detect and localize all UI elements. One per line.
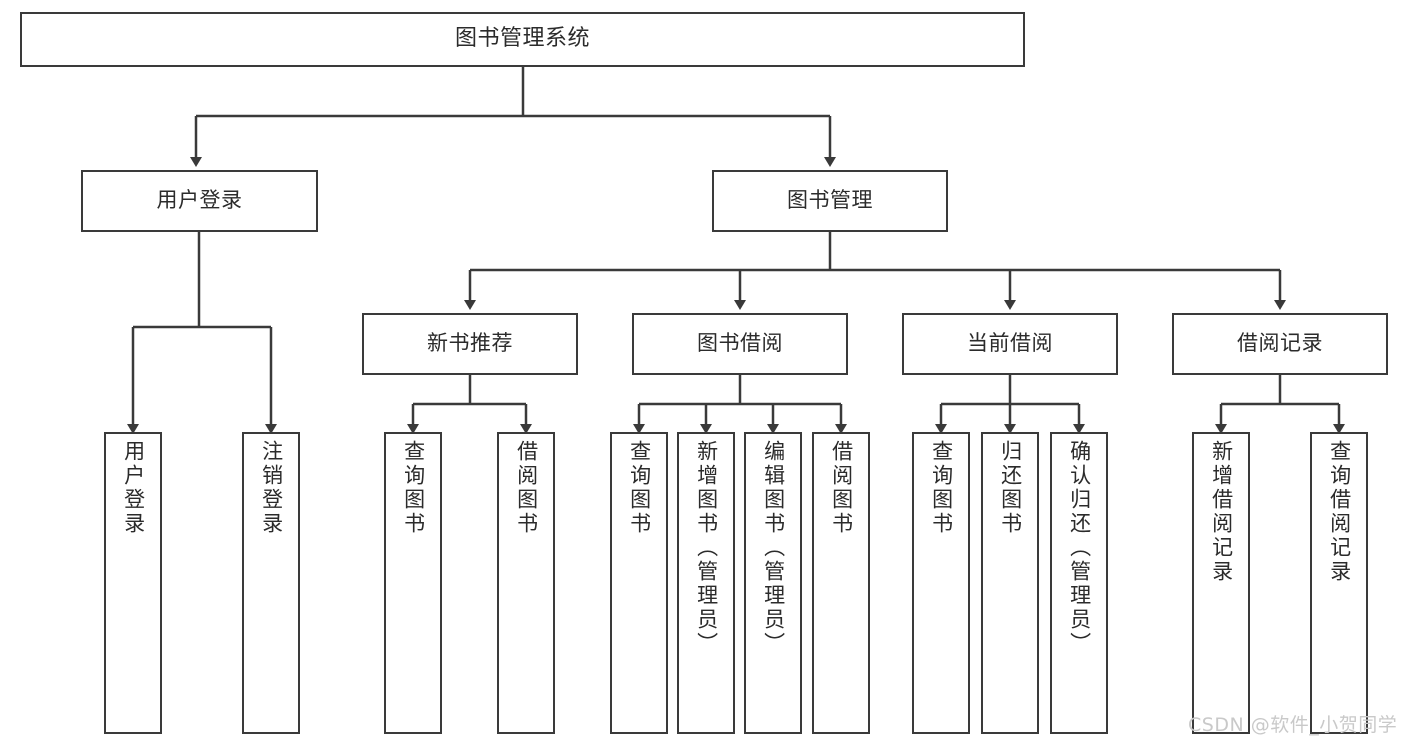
- leaf-records-query-record[interactable]: 查询借阅记录: [1310, 432, 1368, 734]
- node-label: 查询图书: [401, 440, 426, 536]
- node-book-borrow[interactable]: 图书借阅: [632, 313, 848, 375]
- leaf-new-book-query[interactable]: 查询图书: [384, 432, 442, 734]
- node-label: 查询图书: [929, 440, 954, 536]
- node-book-management[interactable]: 图书管理: [712, 170, 948, 232]
- node-label: 查询借阅记录: [1327, 440, 1352, 584]
- node-label: 新增图书（管理员）: [694, 440, 719, 656]
- leaf-current-query-book[interactable]: 查询图书: [912, 432, 970, 734]
- leaf-user-login-logout[interactable]: 注销登录: [242, 432, 300, 734]
- node-label: 查询图书: [627, 440, 652, 536]
- node-label: 图书借阅: [697, 331, 783, 356]
- watermark: CSDN @软件_小贺同学: [1188, 714, 1398, 736]
- node-label: 借阅记录: [1237, 331, 1323, 356]
- leaf-new-book-borrow[interactable]: 借阅图书: [497, 432, 555, 734]
- leaf-borrow-query-book[interactable]: 查询图书: [610, 432, 668, 734]
- leaf-borrow-borrow-book[interactable]: 借阅图书: [812, 432, 870, 734]
- node-borrow-records[interactable]: 借阅记录: [1172, 313, 1388, 375]
- node-label: 新书推荐: [427, 331, 513, 356]
- node-current-borrow[interactable]: 当前借阅: [902, 313, 1118, 375]
- node-label: 借阅图书: [514, 440, 539, 536]
- node-label: 用户登录: [121, 440, 146, 536]
- node-label: 当前借阅: [967, 331, 1053, 356]
- node-label: 新增借阅记录: [1209, 440, 1234, 584]
- node-label: 注销登录: [259, 440, 284, 536]
- leaf-borrow-edit-book[interactable]: 编辑图书（管理员）: [744, 432, 802, 734]
- leaf-user-login-login[interactable]: 用户登录: [104, 432, 162, 734]
- node-label: 借阅图书: [829, 440, 854, 536]
- node-label: 编辑图书（管理员）: [761, 440, 786, 656]
- node-root-system[interactable]: 图书管理系统: [20, 12, 1025, 67]
- node-label: 图书管理: [787, 188, 873, 213]
- node-new-book-recommend[interactable]: 新书推荐: [362, 313, 578, 375]
- leaf-records-add-record[interactable]: 新增借阅记录: [1192, 432, 1250, 734]
- node-label: 确认归还（管理员）: [1067, 440, 1092, 656]
- leaf-current-return-book[interactable]: 归还图书: [981, 432, 1039, 734]
- node-user-login[interactable]: 用户登录: [81, 170, 318, 232]
- leaf-current-confirm-return[interactable]: 确认归还（管理员）: [1050, 432, 1108, 734]
- node-label: 图书管理系统: [454, 26, 590, 52]
- node-label: 归还图书: [998, 440, 1023, 536]
- leaf-borrow-add-book[interactable]: 新增图书（管理员）: [677, 432, 735, 734]
- node-label: 用户登录: [156, 188, 243, 213]
